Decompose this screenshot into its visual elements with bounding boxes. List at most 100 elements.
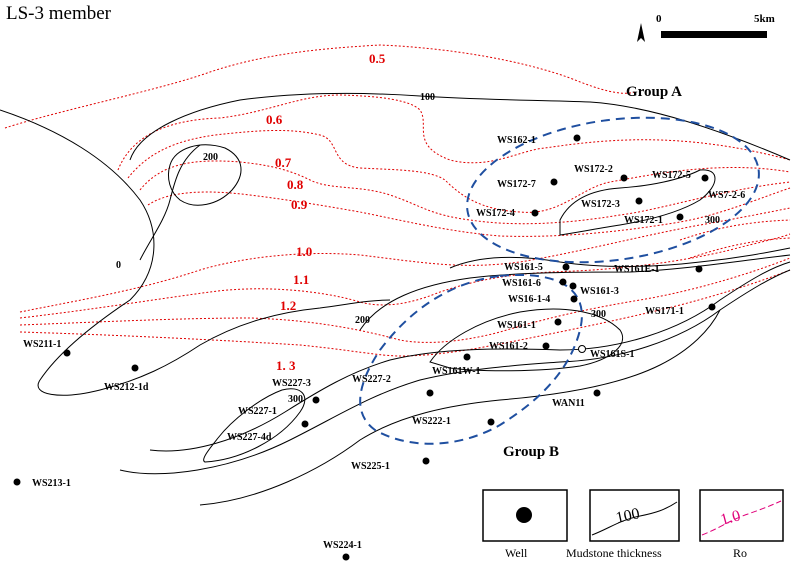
well-label: WS172-4 xyxy=(476,208,515,219)
well: WS7-2-6 xyxy=(708,190,745,201)
well-label: WS161-3 xyxy=(580,286,619,297)
well-label: WS161-5 xyxy=(504,262,543,273)
well-label: WS172-3 xyxy=(581,199,620,210)
well-label: WS225-1 xyxy=(351,461,390,472)
ro-contour-1-3 xyxy=(19,269,791,357)
well: WS172-4 xyxy=(476,208,539,219)
well: WS162-1 xyxy=(497,134,581,146)
well-label: WS212-1d xyxy=(104,382,149,393)
legend-mudstone: 100 Mudstone thickness xyxy=(566,489,680,560)
ro-label: 0.6 xyxy=(266,112,283,127)
ro-label: 0.7 xyxy=(275,155,292,170)
ro-labels: 0.5 0.6 0.7 0.8 0.9 1.0 1.1 1.2 1. 3 xyxy=(266,51,386,373)
thickness-label: 300 xyxy=(705,215,720,226)
well-dot-icon xyxy=(516,507,532,523)
scale-end-label: 5km xyxy=(754,13,775,25)
thickness-label: 200 xyxy=(355,315,370,326)
well: WS161-3 xyxy=(569,282,619,297)
legend-ro-sample: 1.0 xyxy=(719,507,743,529)
well-label: WS161-1 xyxy=(497,320,536,331)
scale-bar: 0 5km xyxy=(656,13,775,38)
well-label: WS172-2 xyxy=(574,164,613,175)
ro-contour-1-0 xyxy=(19,207,791,313)
thickness-labels: 0 100 200 200 300 300 300 xyxy=(116,92,720,405)
well: WS227-2 xyxy=(352,374,434,397)
well-label: WS172-5 xyxy=(652,170,691,181)
ro-label: 1.2 xyxy=(280,298,296,313)
legend-mudstone-sample: 100 xyxy=(614,505,641,527)
well-label: WS172-7 xyxy=(497,179,536,190)
well-label: WAN11 xyxy=(552,398,585,409)
scale-start-label: 0 xyxy=(656,13,662,25)
group-b-outline xyxy=(359,274,583,445)
well-label: WS222-1 xyxy=(412,416,451,427)
legend-ro-label: Ro xyxy=(733,546,747,560)
well: WS161S-1 xyxy=(578,345,634,360)
contour-line-icon xyxy=(591,501,678,536)
map-title: LS-3 member xyxy=(6,3,112,24)
well: WS172-5 xyxy=(652,170,709,182)
ro-line-icon xyxy=(701,500,782,536)
well-label: WS227-2 xyxy=(352,374,391,385)
thickness-label: 100 xyxy=(420,92,435,103)
legend: Well 100 Mudstone thickness 1.0 Ro xyxy=(482,489,784,560)
well: WS224-1 xyxy=(323,540,362,561)
well-label: WS227-4d xyxy=(227,432,272,443)
well: WS213-1 xyxy=(13,478,71,489)
well: WS161-6 xyxy=(502,278,567,289)
well: WS161W-1 xyxy=(432,353,481,377)
well: WAN11 xyxy=(552,389,601,409)
well-label: WS7-2-6 xyxy=(708,190,745,201)
thickness-contour-100-b xyxy=(139,144,201,261)
well: WS171-1 xyxy=(645,303,716,317)
well-label: WS16-1-4 xyxy=(508,294,550,305)
thickness-contour-east xyxy=(449,247,791,269)
well: WS211-1 xyxy=(23,339,71,357)
well: WS227-1 xyxy=(238,406,309,428)
well-label: WS211-1 xyxy=(23,339,61,350)
well-label: WS213-1 xyxy=(32,478,71,489)
ro-contour-0-5 xyxy=(4,44,636,129)
well-label: WS224-1 xyxy=(323,540,362,551)
legend-well-label: Well xyxy=(505,546,528,560)
group-a-label: Group A xyxy=(626,84,682,100)
well: WS227-4d xyxy=(227,432,272,443)
well: WS225-1 xyxy=(351,457,430,472)
well: WS172-2 xyxy=(574,164,628,182)
thickness-label: 300 xyxy=(288,394,303,405)
thickness-label: 200 xyxy=(203,152,218,163)
well-label: WS227-3 xyxy=(272,378,311,389)
well: WS172-3 xyxy=(581,197,643,210)
well-label: WS161-2 xyxy=(489,341,528,352)
legend-mudstone-label: Mudstone thickness xyxy=(566,546,662,560)
ro-contour-0-9 xyxy=(147,187,791,237)
well: WS16-1-4 xyxy=(508,294,578,305)
thickness-contour-basin-mid xyxy=(149,261,791,452)
well: WS227-3 xyxy=(272,378,320,404)
well: WS172-7 xyxy=(497,178,558,190)
ro-label: 1.1 xyxy=(293,272,309,287)
thickness-contour-300-b xyxy=(429,308,623,372)
well-label: WS172-1 xyxy=(624,215,663,226)
thickness-contour-200-b xyxy=(359,254,791,331)
well-label: WS161E-1 xyxy=(614,264,660,275)
well: WS161-1 xyxy=(497,318,562,331)
ro-label: 0.8 xyxy=(287,177,304,192)
ro-contour-0-6 xyxy=(117,94,791,171)
thickness-contour-300-a xyxy=(203,388,306,463)
well-label: WS171-1 xyxy=(645,306,684,317)
well-label: WS162-1 xyxy=(497,135,536,146)
well-markers: WS162-1 WS172-2 WS172-7 WS172-5 WS172-3 … xyxy=(13,134,745,561)
well-label: WS227-1 xyxy=(238,406,277,417)
ro-label: 1.0 xyxy=(296,244,312,259)
ro-contour-east-2 xyxy=(689,237,791,259)
well: WS222-1 xyxy=(412,416,495,427)
thickness-contour-basin-low xyxy=(199,309,721,506)
legend-well: Well xyxy=(482,489,568,560)
well: WS161-2 xyxy=(489,341,550,352)
legend-ro: 1.0 Ro xyxy=(699,489,784,560)
ro-contour-0-8 xyxy=(139,160,791,225)
thickness-contour-100 xyxy=(129,92,791,161)
ro-contour-1-2 xyxy=(19,257,791,343)
